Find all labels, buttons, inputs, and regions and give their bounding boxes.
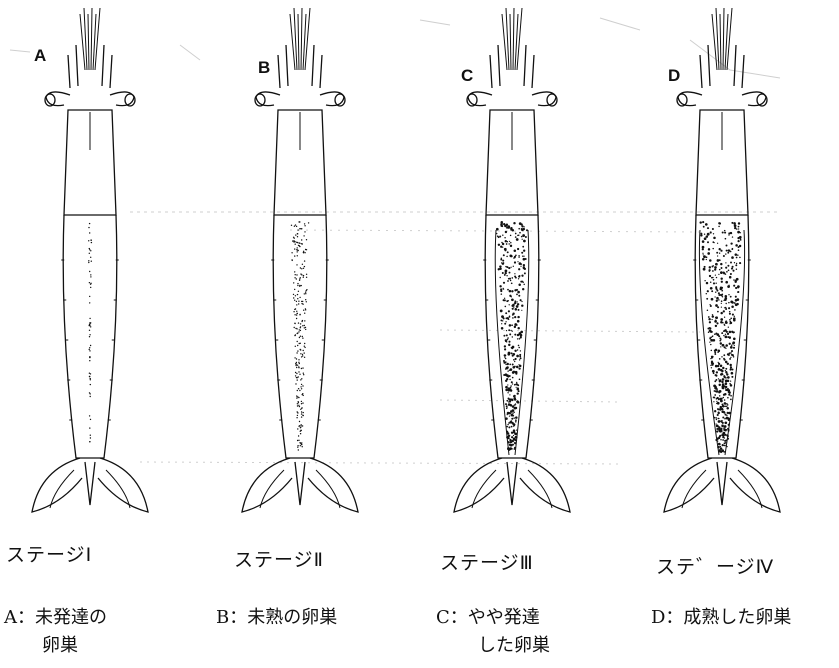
stage-label-4: ステ゛ージⅣ (656, 552, 774, 579)
caption-a: A：未発達の 卵巣 (4, 604, 107, 660)
caption-c: C：やや発達 した卵巣 (436, 604, 550, 660)
stage-label-2: ステージⅡ (234, 545, 324, 572)
caption-d: D：成熟した卵巣 (651, 604, 791, 632)
panel-letter-c: C (461, 66, 473, 86)
caption-c-line2: した卵巣 (436, 632, 550, 660)
panel-letter-b: B (258, 58, 270, 78)
caption-c-line1: C：やや発達 (436, 604, 550, 632)
ovary-b (291, 221, 310, 450)
ovary-d (699, 221, 744, 455)
ovary-a (88, 223, 92, 443)
shrimp-d (664, 8, 780, 512)
stage-label-1: ステージⅠ (6, 540, 92, 567)
caption-b: B：未熟の卵巣 (216, 604, 337, 632)
panel-letter-d: D (668, 66, 680, 86)
caption-d-line1: D：成熟した卵巣 (651, 604, 791, 632)
caption-a-line1: A：未発達の (4, 604, 107, 632)
caption-a-line2: 卵巣 (4, 632, 107, 660)
ovary-c (495, 221, 529, 455)
panel-letter-a: A (34, 46, 46, 66)
shrimp-b (242, 8, 358, 512)
shrimp-a (32, 8, 148, 512)
stage-label-3: ステージⅢ (440, 548, 534, 575)
caption-b-line1: B：未熟の卵巣 (216, 604, 337, 632)
background-bleed-through (10, 18, 780, 464)
